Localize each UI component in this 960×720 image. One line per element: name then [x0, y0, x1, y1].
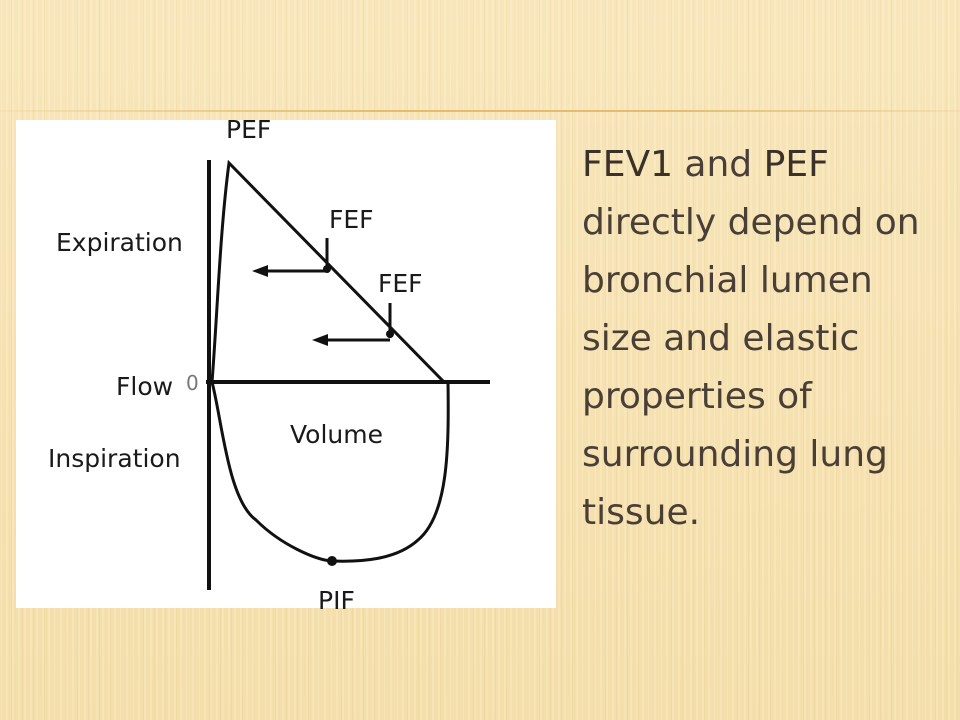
- label-inspiration: Inspiration: [48, 444, 181, 473]
- label-expiration: Expiration: [56, 228, 183, 257]
- inspiration-curve: [210, 381, 450, 563]
- fef-arrowhead-1: [252, 265, 268, 277]
- flow-volume-diagram: 0: [16, 120, 556, 608]
- pif-point: [327, 556, 337, 566]
- text-connector: and: [672, 144, 764, 185]
- expiration-curve: [210, 159, 446, 384]
- slide-body-text: FEV1 and PEF directly depend on bronchia…: [582, 136, 942, 542]
- label-flow: Flow: [116, 372, 174, 401]
- flow-volume-loop: 0: [186, 159, 490, 590]
- header-divider: [0, 110, 960, 112]
- label-fef-1: FEF: [329, 205, 374, 234]
- fef-arrowhead-2: [312, 334, 328, 346]
- zero-marker: 0: [186, 371, 199, 395]
- term-pef: PEF: [763, 144, 829, 185]
- fef-point-2: [386, 330, 394, 338]
- label-pef: PEF: [226, 115, 272, 144]
- term-fev1: FEV1: [582, 144, 673, 185]
- label-pif: PIF: [318, 586, 355, 615]
- label-fef-2: FEF: [378, 269, 423, 298]
- text-rest: directly depend on bronchial lumen size …: [582, 202, 920, 533]
- label-volume: Volume: [290, 420, 383, 449]
